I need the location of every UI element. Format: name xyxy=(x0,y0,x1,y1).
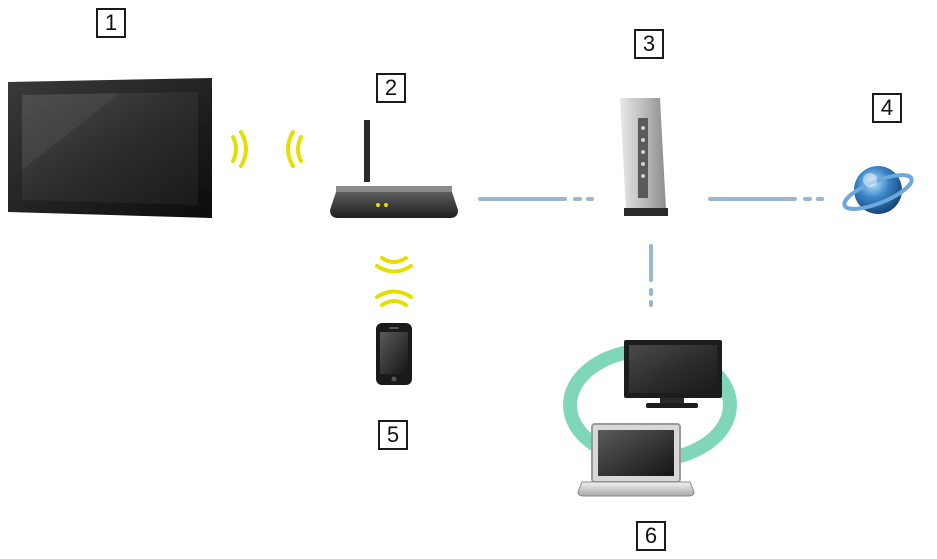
modem-icon xyxy=(620,98,668,216)
label-router-number: 2 xyxy=(376,73,406,103)
label-modem-number: 3 xyxy=(634,29,664,59)
label-tv-number: 1 xyxy=(96,8,126,38)
wireless-signal-tv-icon xyxy=(231,130,303,168)
smartphone-icon xyxy=(376,323,412,385)
tv-and-laptop-icon xyxy=(563,340,737,497)
wireless-router-icon xyxy=(330,120,458,218)
internet-globe-icon xyxy=(842,166,914,214)
label-smartphone-number: 5 xyxy=(378,420,408,450)
label-home-devices-number: 6 xyxy=(636,521,666,551)
wireless-signal-phone-icon xyxy=(375,256,413,307)
label-internet-number: 4 xyxy=(872,93,902,123)
flat-panel-tv-icon xyxy=(8,78,212,218)
